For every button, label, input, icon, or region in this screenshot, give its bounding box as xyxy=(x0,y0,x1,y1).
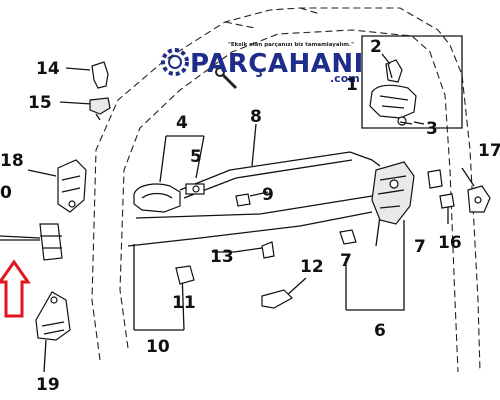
part-15-grommet xyxy=(89,97,111,121)
part-12-lever xyxy=(261,289,293,309)
red-arrow-icon xyxy=(0,259,31,318)
callout-16: 16 xyxy=(438,233,462,253)
part-6-lock-actuator xyxy=(371,161,415,225)
callout-3: 3 xyxy=(426,119,438,139)
part-13-clip xyxy=(261,241,275,259)
door-outline xyxy=(91,7,481,373)
logo-brand: PARÇAHANI xyxy=(190,49,364,79)
logo-wrench-icon xyxy=(215,67,238,90)
logo: "Eksik olan parçanızı biz tamamlayalım."… xyxy=(161,42,364,90)
callout-1: 1 xyxy=(346,75,358,95)
part-14-clip xyxy=(91,61,109,89)
callout-5: 5 xyxy=(190,147,202,167)
part-1-bracket xyxy=(361,35,463,129)
part-7b-clip xyxy=(339,229,357,245)
callout-14: 14 xyxy=(36,59,60,79)
logo-tagline: "Eksik olan parçanızı biz tamamlayalım." xyxy=(228,42,354,48)
callout-19: 19 xyxy=(36,375,60,395)
inner-handle-and-rods xyxy=(127,151,401,247)
callout-6: 6 xyxy=(374,321,386,341)
callout-7b: 7 xyxy=(340,251,352,271)
callout-12: 12 xyxy=(300,257,324,277)
callout-15: 15 xyxy=(28,93,52,113)
leader-lines xyxy=(0,63,475,373)
part-9-clip xyxy=(235,193,251,207)
part-0-check-strap xyxy=(0,223,63,261)
callout-11: 11 xyxy=(172,293,196,313)
logo-domain: .com xyxy=(330,72,360,85)
part-7a-bracket xyxy=(427,169,443,189)
part-17-striker xyxy=(467,185,491,213)
callout-9: 9 xyxy=(262,185,274,205)
callout-2: 2 xyxy=(370,37,382,57)
part-16-clip xyxy=(439,193,455,209)
callout-numbers: 2 1 3 14 15 4 8 5 18 0 9 17 7 16 13 7 12… xyxy=(0,37,500,395)
part-19-lower-hinge xyxy=(35,291,71,341)
callout-7a: 7 xyxy=(414,237,426,257)
callout-18: 18 xyxy=(0,151,24,171)
callout-13: 13 xyxy=(210,247,234,267)
callout-8: 8 xyxy=(250,107,262,127)
callout-17: 17 xyxy=(478,141,500,161)
part-11-clip xyxy=(175,265,195,285)
logo-gear-icon xyxy=(161,48,189,76)
callout-4: 4 xyxy=(176,113,188,133)
part-18-hinge xyxy=(57,159,87,213)
callout-10: 10 xyxy=(146,337,170,357)
callout-0: 0 xyxy=(0,183,12,203)
